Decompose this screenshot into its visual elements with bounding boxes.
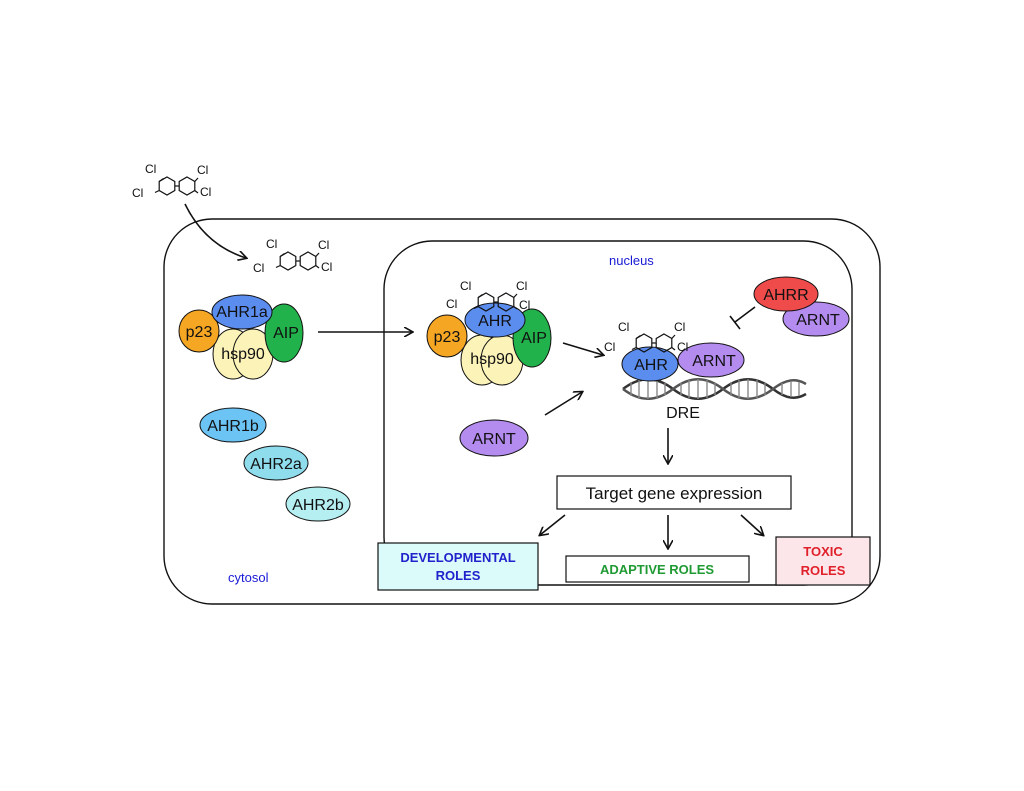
- ahr1b-ellipse: [199, 407, 267, 443]
- ahr-label: AHR: [478, 313, 512, 330]
- svg-text:Cl: Cl: [145, 162, 156, 176]
- toxic-arrow: [740, 514, 763, 535]
- svg-text:Cl: Cl: [321, 260, 332, 274]
- p23-label: p23: [434, 329, 461, 346]
- nucleus-label: nucleus: [609, 253, 654, 268]
- ahr-ellipse: [621, 346, 679, 382]
- dna-helix: [622, 378, 807, 400]
- nuclear-ligand-complex: Cl Cl Cl Cl p23 hsp90 AIP AHR: [426, 279, 552, 386]
- svg-text:Cl: Cl: [519, 298, 530, 312]
- ahr1b-label: AHR1b: [207, 418, 259, 435]
- svg-text:Cl: Cl: [253, 261, 264, 275]
- pcb-molecule-external: Cl Cl Cl Cl: [132, 162, 211, 200]
- adaptive-roles-box: [565, 555, 750, 583]
- target-gene-box: [556, 475, 792, 510]
- aip-ellipse: [264, 303, 304, 363]
- adaptive-roles-label: ADAPTIVE ROLES: [600, 562, 714, 577]
- entry-arrow: [184, 203, 246, 258]
- svg-text:Cl: Cl: [677, 340, 688, 354]
- ahrr-ellipse: [753, 276, 819, 312]
- nuclear-membrane: [383, 240, 853, 586]
- dre-label: DRE: [666, 405, 700, 422]
- bound-pcb: Cl Cl Cl Cl: [604, 320, 688, 354]
- developmental-roles-label: DEVELOPMENTAL: [400, 550, 515, 565]
- arnt-label: ARNT: [472, 431, 516, 448]
- toxic-roles-box: [775, 536, 871, 586]
- svg-text:Cl: Cl: [516, 279, 527, 293]
- svg-text:Cl: Cl: [266, 237, 277, 251]
- ahr2a-label: AHR2a: [250, 456, 302, 473]
- ahr-ellipse: [464, 302, 526, 338]
- svg-text:Cl: Cl: [460, 279, 471, 293]
- cytosol-label: cytosol: [228, 570, 269, 585]
- developmental-roles-box: [377, 542, 539, 591]
- target-gene-label: Target gene expression: [586, 484, 763, 503]
- developmental-arrow: [540, 514, 566, 535]
- p23-ellipse: [178, 309, 220, 353]
- ahrr-label: AHRR: [763, 287, 808, 304]
- arnt-label: ARNT: [692, 353, 736, 370]
- p23-ellipse: [426, 314, 468, 358]
- svg-text:Cl: Cl: [318, 238, 329, 252]
- ahr1a-label: AHR1a: [216, 304, 268, 321]
- complex-to-dre-arrow: [562, 342, 603, 355]
- ahr1a-ellipse: [211, 294, 273, 330]
- ahr-label: AHR: [634, 357, 668, 374]
- inhibition-bar: [729, 306, 756, 330]
- svg-text:Cl: Cl: [132, 186, 143, 200]
- ahr2a-ellipse: [243, 445, 309, 481]
- arnt-label: ARNT: [796, 312, 840, 329]
- ahr2b-ellipse: [285, 486, 351, 522]
- hsp90-label: hsp90: [221, 346, 265, 363]
- cytosolic-ahr-complex: p23 hsp90 AIP AHR1a: [178, 294, 304, 380]
- bound-pcb: Cl Cl Cl Cl: [446, 279, 530, 312]
- svg-text:Cl: Cl: [446, 297, 457, 311]
- toxic-roles-label: TOXIC: [803, 544, 843, 559]
- svg-text:Cl: Cl: [200, 185, 211, 199]
- svg-text:Cl: Cl: [604, 340, 615, 354]
- svg-text:Cl: Cl: [197, 163, 208, 177]
- arnt-to-dre-arrow: [544, 392, 582, 416]
- hsp90-label: hsp90: [470, 351, 514, 368]
- aip-label: AIP: [521, 330, 547, 347]
- svg-text:Cl: Cl: [618, 320, 629, 334]
- arnt-ellipse: [677, 342, 745, 378]
- arnt-ellipse: [782, 301, 850, 337]
- developmental-roles-label: ROLES: [436, 568, 481, 583]
- ahr2b-label: AHR2b: [292, 497, 344, 514]
- p23-label: p23: [186, 324, 213, 341]
- cell-membrane: [163, 218, 881, 605]
- aip-label: AIP: [273, 325, 299, 342]
- svg-text:Cl: Cl: [674, 320, 685, 334]
- arnt-ellipse: [459, 419, 529, 457]
- toxic-roles-label: ROLES: [801, 563, 846, 578]
- pcb-molecule-cytosol: Cl Cl Cl Cl: [253, 237, 332, 275]
